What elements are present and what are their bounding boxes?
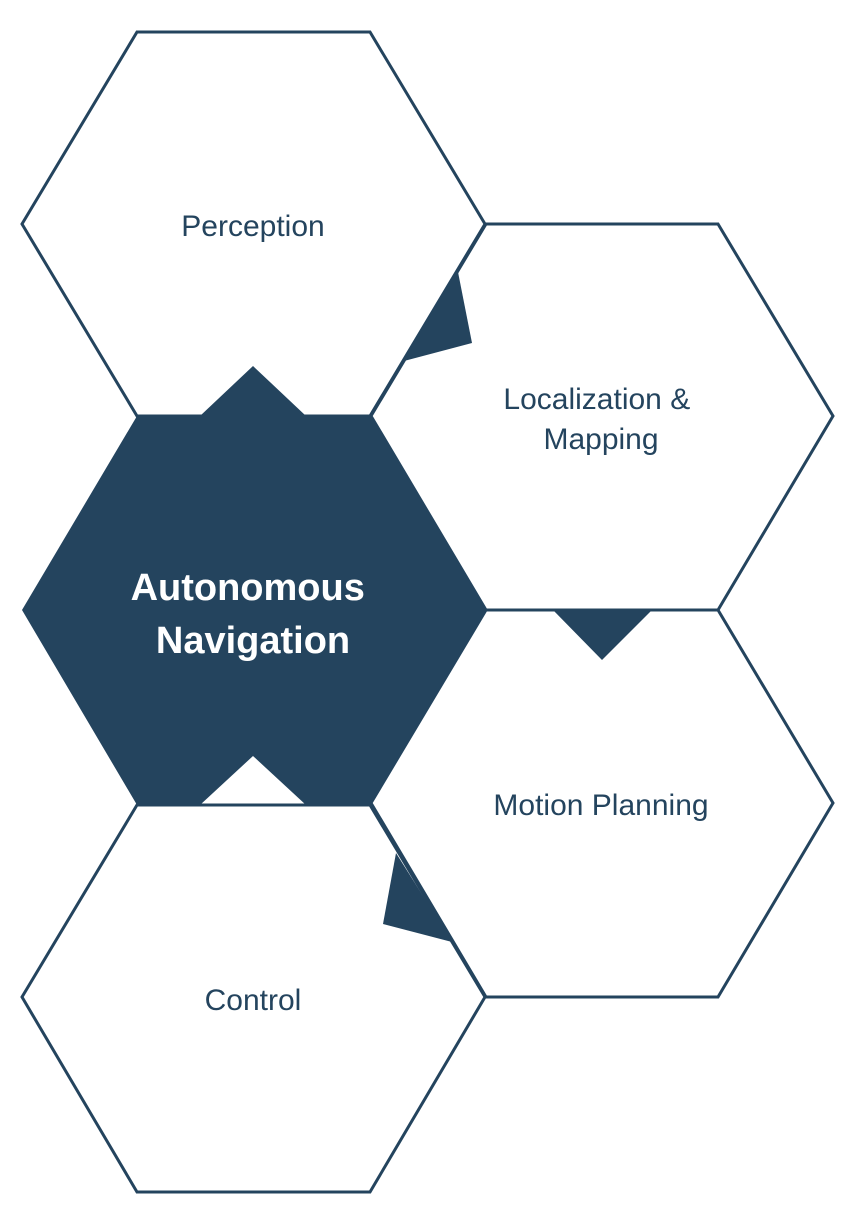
control-label: Control [205,984,302,1017]
connector-perception-localization [404,272,472,361]
connector-localization-motion [553,610,652,660]
center-label: Autonomous Navigation [131,567,376,662]
center-hexagon [22,366,485,805]
localization-label: Localization & Mapping [503,383,698,456]
perception-label: Perception [181,210,324,243]
connector-motion-control [383,853,452,942]
motion-planning-label: Motion Planning [493,789,708,822]
